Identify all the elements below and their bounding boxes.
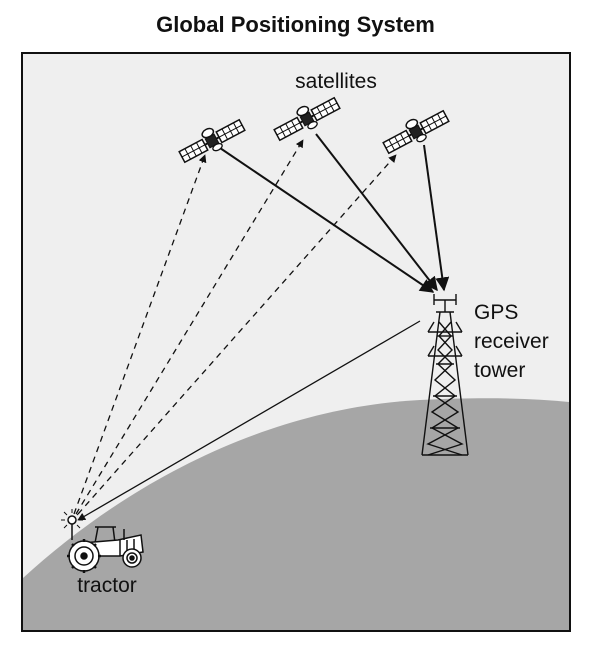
receiver-label-line1: GPS (474, 301, 518, 324)
tractor-to-satellite-signals (73, 139, 397, 515)
diagram-title: Global Positioning System (156, 12, 435, 37)
tractor-label: tractor (77, 574, 137, 597)
receiver-label-line2: receiver (474, 330, 549, 353)
tractor-icon (61, 509, 144, 573)
receiver-label-line3: tower (474, 359, 525, 382)
satellite-to-receiver-signals (219, 133, 450, 293)
correction-signal-line (77, 320, 421, 521)
ground (23, 398, 569, 630)
satellites-label: satellites (295, 70, 377, 93)
receiver-tower-icon (421, 294, 469, 456)
